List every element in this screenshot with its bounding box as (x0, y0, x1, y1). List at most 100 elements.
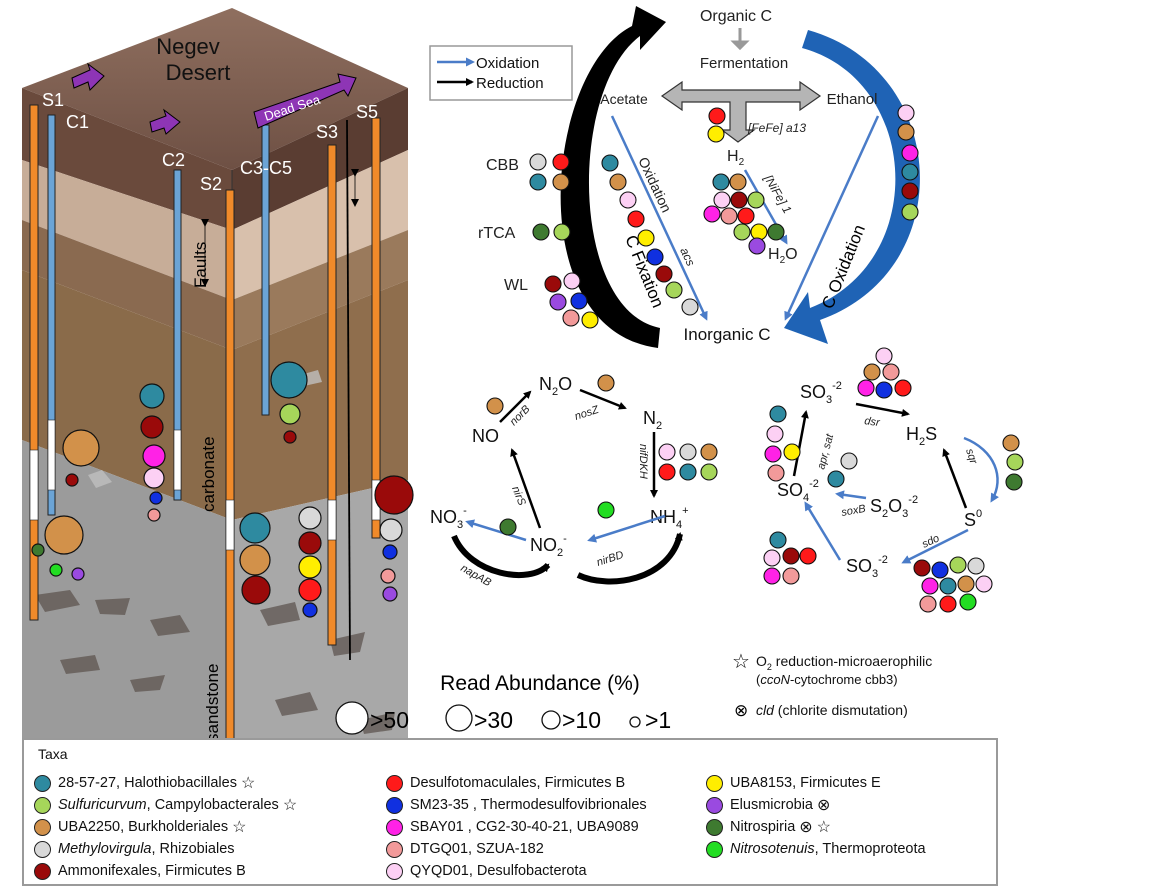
well-S2 (225, 189, 235, 761)
taxon-label: Nitrospiria (730, 819, 796, 835)
h2o-label: H2O (768, 246, 798, 266)
taxon-color-swatch (386, 774, 403, 792)
star-icon: ☆ (240, 775, 256, 792)
nirbd-arrow (576, 532, 683, 585)
nirbd-label: nirBD (595, 549, 625, 569)
abundance-circle-1 (629, 716, 641, 728)
sdo-arrow (901, 528, 969, 564)
h2-label: H2 (727, 148, 745, 168)
dsr-arrow (855, 402, 910, 417)
well-S5 (371, 117, 381, 539)
taxon-color-swatch (706, 796, 723, 814)
sulfur-cycle: SO3-2 H2S SO4-2 S2O3-2 S0 SO3-2 dsr apr,… (763, 347, 1024, 613)
carbonate-label: carbonate (199, 436, 218, 512)
sdo-label: sdo (920, 532, 941, 550)
nh4-oxidation-arrow (587, 514, 666, 543)
so4-label: SO4-2 (777, 478, 819, 504)
taxon-label: SM23-35 , Thermodesulfovibrionales (410, 797, 647, 813)
oxidation-key-label: Oxidation (476, 55, 539, 72)
so3-top-label: SO3-2 (800, 380, 842, 406)
s0-label: S0 (964, 508, 982, 530)
read-abundance-key: Read Abundance (%) >50 >30 >10 >1 (335, 672, 671, 735)
taxon-color-swatch (386, 862, 403, 880)
wl-label: WL (504, 277, 528, 294)
taxon-color-swatch (34, 774, 51, 792)
well-label-S3: S3 (316, 122, 338, 142)
block-abundance-circles (31, 361, 414, 618)
arrow-key: Oxidation Reduction (429, 45, 573, 101)
taxon-genus-italic: Nitrosotenuis (730, 841, 815, 857)
taxon-color-swatch (34, 862, 51, 880)
taxa-legend-column-1: 28-57-27, Halothiobacillales☆Sulfuricurv… (34, 772, 297, 882)
negev-label-2: Desert (166, 60, 231, 85)
ethanol-label: Ethanol (827, 91, 878, 108)
dead-sea-arrow (253, 73, 357, 129)
taxa-legend-item: 28-57-27, Halothiobacillales☆ (34, 772, 297, 794)
sulfur-taxa-circles (763, 347, 1024, 613)
taxon-label: Ammonifexales, Firmicutes B (58, 863, 246, 879)
apr-sat-label: apr, sat (815, 432, 836, 471)
c-fixation-arc (560, 6, 666, 348)
s0-reduction-arrow (942, 448, 968, 509)
taxa-legend-item: SBAY01 , CG2-30-40-21, UBA9089 (386, 816, 647, 838)
taxa-legend-item: Sulfuricurvum, Campylobacterales☆ (34, 794, 297, 816)
star-key-line1: O2 reduction-microaerophilic (756, 653, 932, 672)
well-label-C1: C1 (66, 112, 89, 132)
no-label: NO (472, 426, 499, 446)
taxon-label: , Rhizobiales (151, 841, 235, 857)
taxon-color-swatch (34, 818, 51, 836)
sandstone-label: sandstone (203, 664, 222, 742)
taxon-label: , Campylobacterales (146, 797, 279, 813)
taxon-genus-italic: Methylovirgula (58, 841, 152, 857)
cld-icon: ⊗ (817, 797, 831, 814)
taxa-legend-item: Elusmicrobia⊗ (706, 794, 926, 816)
well-label-C2: C2 (162, 150, 185, 170)
inorganic-c-label: Inorganic C (684, 325, 771, 344)
star-key-line2: (ccoN-cytochrome cbb3) (756, 672, 898, 687)
h2s-label: H2S (906, 424, 937, 448)
well-C2 (173, 169, 182, 501)
soxb-arrow (835, 490, 867, 500)
cld-icon: ⊗ (734, 701, 748, 720)
n2o-label: N2O (539, 374, 572, 398)
taxa-legend: Taxa 28-57-27, Halothiobacillales☆Sulfur… (22, 738, 998, 886)
nosz-arrow (579, 388, 627, 410)
ethanol-oxidation-arrow (784, 115, 880, 321)
nirs-arrow (510, 448, 542, 529)
taxon-label: , Thermoproteota (814, 841, 926, 857)
nitrogen-taxa-circles (486, 374, 718, 536)
well-label-C3-C5: C3-C5 (240, 158, 292, 178)
taxon-color-swatch (706, 818, 723, 836)
no3-label: NO3- (430, 505, 467, 531)
well-label-S5: S5 (356, 102, 378, 122)
taxon-color-swatch (34, 796, 51, 814)
taxon-genus-italic: Sulfuricurvum (58, 797, 147, 813)
star-icon: ☆ (282, 797, 298, 814)
abundance-level-50: >50 (370, 707, 409, 733)
taxon-color-swatch (386, 818, 403, 836)
sqr-label: sqr (963, 447, 980, 467)
taxon-label: 28-57-27, Halothiobacillales (58, 775, 237, 791)
cbb-label: CBB (486, 157, 519, 174)
taxon-color-swatch (386, 840, 403, 858)
fermentation-arrow (660, 80, 822, 143)
taxa-legend-item: Methylovirgula, Rhizobiales (34, 838, 297, 860)
norb-arrow (499, 390, 532, 423)
abundance-level-1: >1 (645, 707, 671, 733)
star-icon: ☆ (816, 819, 832, 836)
flow-arrow (149, 108, 181, 135)
taxa-legend-title: Taxa (38, 746, 68, 762)
abundance-circle-30 (445, 704, 473, 732)
taxa-legend-item: UBA8153, Firmicutes E (706, 772, 926, 794)
no2-oxidation-arrow (465, 519, 527, 542)
dsr-label: dsr (864, 415, 882, 429)
well-S1 (29, 104, 39, 621)
reduction-key-label: Reduction (476, 75, 544, 92)
taxon-color-swatch (386, 796, 403, 814)
block-top-face (22, 8, 408, 170)
apr-sat-arrow (792, 410, 809, 477)
taxa-legend-item: Ammonifexales, Firmicutes B (34, 860, 297, 882)
